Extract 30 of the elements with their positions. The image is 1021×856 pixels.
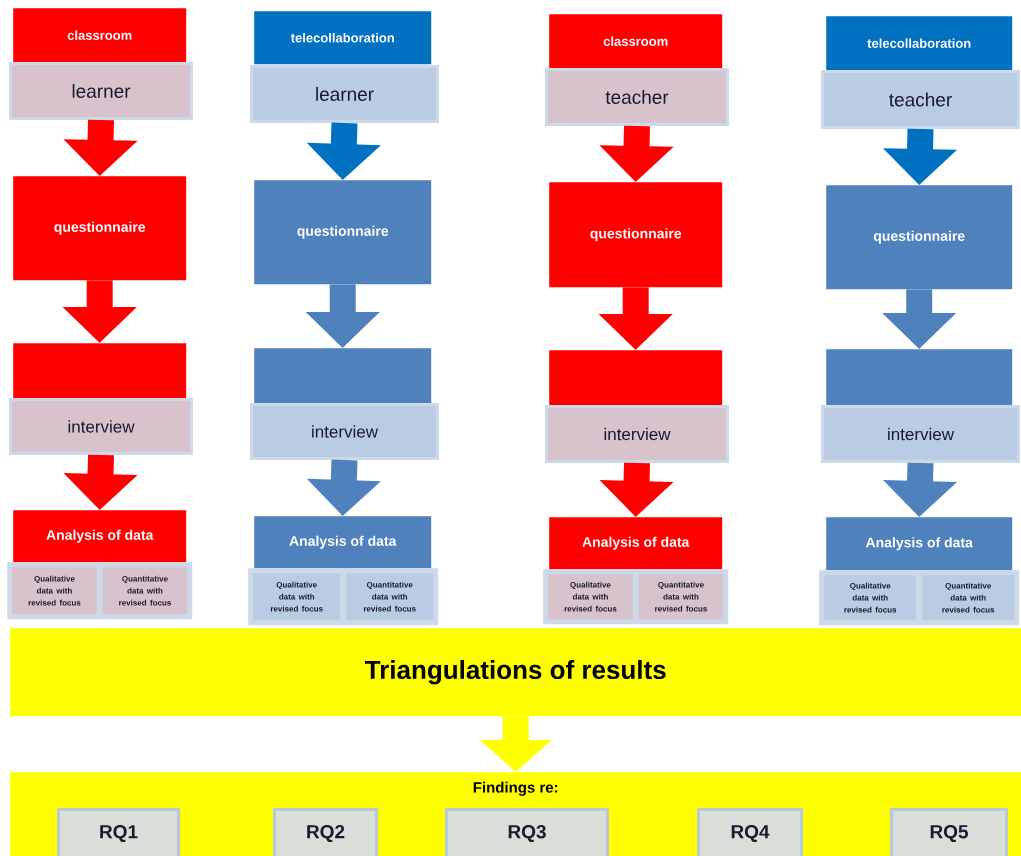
role-box: teacher xyxy=(821,70,1020,129)
header-box: telecollaboration xyxy=(826,16,1013,71)
header-box: classroom xyxy=(549,14,723,69)
role-box: learner xyxy=(250,65,439,123)
role-box: learner xyxy=(9,62,193,120)
method-box: questionnaire xyxy=(826,185,1013,290)
data-box: Quantitative data with revised focus xyxy=(638,574,724,620)
data-box: Qualitative data with revised focus xyxy=(824,575,917,621)
data-box: Quantitative data with revised focus xyxy=(922,575,1015,621)
data-box: Qualitative data with revised focus xyxy=(253,573,341,621)
interview-box: interview xyxy=(821,405,1020,463)
header-box: classroom xyxy=(13,8,187,63)
rq-box: RQ1 xyxy=(57,808,180,856)
data-box: Qualitative data with revised focus xyxy=(12,567,97,615)
rq-box: RQ4 xyxy=(697,808,803,856)
rq-box: RQ2 xyxy=(273,808,378,856)
data-box: Qualitative data with revised focus xyxy=(548,574,633,620)
result-band: Triangulations of results xyxy=(10,628,1021,717)
header-box: telecollaboration xyxy=(254,11,432,65)
method-box: questionnaire xyxy=(254,180,432,285)
interview-box: interview xyxy=(250,403,439,460)
interview-box: interview xyxy=(9,398,193,455)
data-box: Quantitative data with revised focus xyxy=(102,567,188,615)
data-box: Quantitative data with revised focus xyxy=(346,573,434,621)
rq-box: RQ5 xyxy=(890,808,1008,856)
rq-box: RQ3 xyxy=(445,808,609,856)
interview-box: interview xyxy=(545,405,729,463)
analysis-box: Analysis of data xyxy=(826,517,1013,571)
method-box xyxy=(826,349,1013,406)
role-box: teacher xyxy=(545,68,729,126)
